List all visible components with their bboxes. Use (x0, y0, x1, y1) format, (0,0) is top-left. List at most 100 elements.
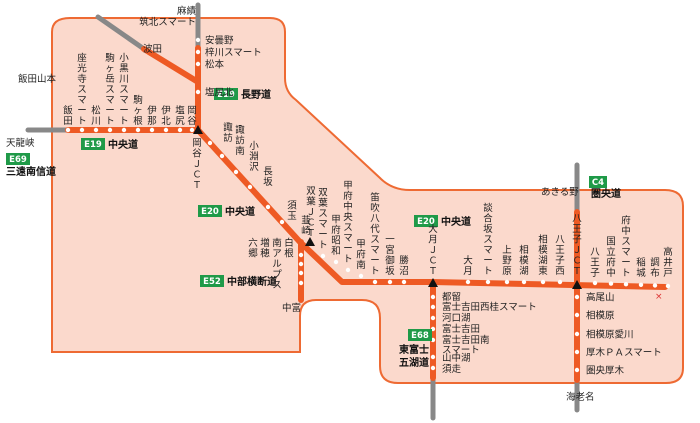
station-dot (320, 253, 326, 259)
station-label-chuo-west: 座光寺スマート (77, 52, 87, 127)
station-dot (608, 281, 614, 286)
station-dot (163, 127, 169, 133)
station-dot (521, 279, 527, 285)
station-dot (504, 279, 510, 285)
station-label-chuo-east2: 相模湖東 (538, 234, 548, 278)
station-label-fujigoko: 山中湖 (442, 352, 471, 364)
station-dot (195, 89, 201, 95)
station-label-chuo-west: 岡谷 (187, 106, 197, 128)
station-dot (574, 349, 580, 355)
station-dot (574, 312, 580, 318)
station-dot (298, 261, 304, 267)
station-label-fujigoko: 富士吉田西桂スマート (442, 301, 537, 313)
conn-label-ebina: 海老名 (566, 391, 595, 403)
svg-text:C4: C4 (592, 178, 604, 188)
station-dot (574, 331, 580, 337)
svg-text:中央道: 中央道 (441, 215, 471, 228)
station-dot (177, 127, 183, 133)
station-label-fujigoko: 須走 (442, 364, 462, 375)
station-label-chuo-west: 駒ヶ岳スマート (105, 52, 115, 127)
station-label-chuo-west: 飯田 (63, 105, 73, 128)
conn-label-tenryukyo: 天龍峡 (6, 137, 35, 149)
junctions (193, 125, 582, 289)
conn-label-akiruno: あきる野 (541, 187, 579, 198)
badge-e19-nagano: E19 長野道 (214, 88, 271, 101)
station-dot (79, 127, 85, 133)
station-dot (233, 169, 239, 175)
station-label-chuo-west: 伊北 (161, 105, 171, 128)
badge-e19-chuo: E19 中央道 (81, 138, 138, 151)
station-dot (665, 283, 671, 289)
station-dot (540, 279, 546, 285)
station-dot (430, 365, 436, 371)
svg-text:中央道: 中央道 (108, 138, 138, 151)
station-dot (333, 259, 339, 265)
svg-text:E69: E69 (9, 155, 27, 165)
station-dot (195, 61, 201, 67)
badge-e68-name-line2: 五湖道 (399, 356, 429, 369)
station-label-chuo-east1: 笛吹八代スマート (370, 192, 380, 278)
okaya-jct-label: 岡谷ＪＣＴ (192, 138, 202, 191)
station-dot (207, 140, 213, 146)
conn-label-nakatomi: 中富 (282, 302, 301, 314)
station-dot (574, 294, 580, 300)
station-dot (652, 283, 658, 288)
svg-text:E20: E20 (201, 207, 219, 217)
station-label-chuo-east1: 甲府南 (356, 239, 366, 271)
hachioji-jct-marker (572, 280, 582, 289)
station-dot (592, 280, 598, 286)
station-label-chuo-east1: 一宮御坂 (385, 235, 395, 278)
station-dot (623, 282, 629, 287)
station-label-chuo-east2: 大月 (463, 255, 473, 278)
station-label-chuo-west: 駒ヶ根 (133, 94, 143, 127)
svg-text:E19: E19 (84, 140, 102, 150)
station-label-chuo-west: 小黒川スマート (119, 53, 129, 127)
station-dot (265, 204, 271, 210)
station-label-chuo-diag: 長坂 (263, 167, 273, 189)
svg-text:中部横断道: 中部横断道 (227, 275, 277, 288)
svg-text:E52: E52 (203, 277, 221, 287)
station-label-chuo-east2: 相模湖 (519, 244, 529, 277)
station-label-kenodo: 圏央厚木 (586, 365, 625, 377)
station-label-chuo-west: 伊那 (147, 105, 157, 128)
svg-text:三遠南信道: 三遠南信道 (6, 165, 56, 178)
station-dot (638, 282, 644, 287)
svg-text:E20: E20 (417, 217, 435, 227)
station-dot (121, 127, 127, 133)
station-label-chuo-diag: 須玉 (287, 201, 297, 223)
svg-text:中央道: 中央道 (225, 205, 255, 218)
station-dot (247, 184, 253, 190)
badge-e52-chubu-oudan: E52 中部横断道 (200, 275, 277, 288)
station-dot (298, 252, 304, 258)
station-label-chuo-west: 松川 (91, 105, 101, 128)
station-dot (372, 279, 378, 285)
station-label-chuo-tokyo: 八王子 (590, 247, 600, 279)
station-label-fujigoko: 都留 (442, 291, 461, 303)
station-dot (135, 127, 141, 133)
station-label-fujigoko: 河口湖 (442, 312, 471, 324)
otsuki-jct-marker (428, 278, 438, 287)
station-dots (65, 37, 671, 373)
station-label-chuo-east1: 勝沼 (399, 255, 409, 278)
station-dot (557, 279, 563, 285)
station-label-chuo-west: 塩尻 (175, 105, 185, 128)
station-label-nagano: 松本 (205, 59, 225, 71)
station-label-chuo-tokyo: 稲城 (636, 257, 646, 280)
station-label-chuo-east1: 甲府中央スマート (343, 181, 353, 266)
okaya-jct-marker (193, 125, 203, 134)
station-dot (465, 279, 471, 285)
station-label-nagano: 梓川スマート (205, 47, 262, 59)
badge-e20-chuo-west: E20 中央道 (198, 205, 255, 218)
station-dot (298, 280, 304, 286)
station-label-chubu-oudan: 増穂 (260, 237, 270, 260)
futaba-jct-marker (305, 237, 315, 246)
svg-text:長野道: 長野道 (241, 88, 271, 101)
station-dot (387, 279, 393, 285)
station-label-chuo-tokyo: 府中スマート (621, 215, 631, 280)
svg-text:圏央道: 圏央道 (591, 187, 621, 200)
station-dot (430, 315, 436, 321)
conn-label-hata: 波田 (143, 43, 162, 55)
station-label-kenodo: 相模原 (586, 310, 615, 322)
futaba-jct-label: 双葉ＪＣＴ (306, 186, 316, 239)
